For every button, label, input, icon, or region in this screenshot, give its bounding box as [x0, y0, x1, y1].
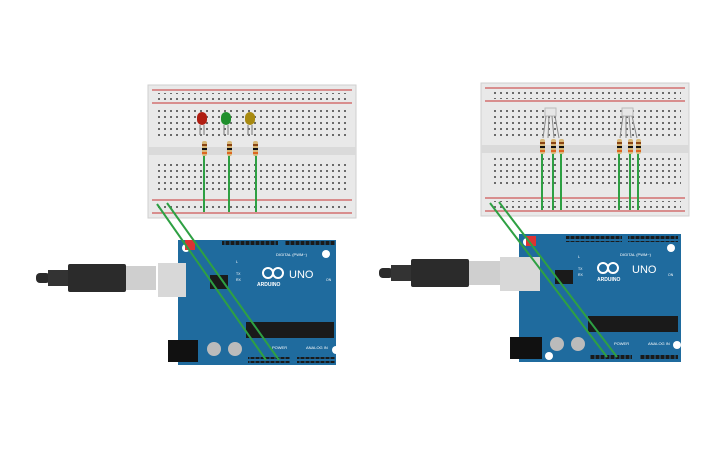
board-brand: ARDUINO — [597, 277, 620, 283]
reset-button[interactable] — [185, 240, 195, 250]
tx-label: TX — [236, 272, 241, 276]
analog-header-label: ANALOG IN — [648, 341, 670, 346]
l-label: L — [578, 255, 580, 259]
microcontroller — [588, 316, 678, 332]
on-label: ON — [326, 278, 332, 282]
board-brand: ARDUINO — [257, 282, 280, 288]
on-label: ON — [668, 273, 674, 277]
right-arduino-board[interactable]: UNO ARDUINO DIGITAL (PWM~) POWER ANALOG … — [500, 234, 681, 362]
power-header-pins[interactable] — [590, 354, 632, 360]
digital-header-label: DIGITAL (PWM~) — [276, 252, 308, 257]
usb-port — [500, 257, 540, 291]
left-breadboard[interactable] — [147, 84, 357, 219]
power-header-pins[interactable] — [248, 357, 290, 363]
red-led[interactable] — [197, 112, 207, 135]
usb-port — [158, 263, 186, 297]
tx-label: TX — [578, 267, 583, 271]
chip — [555, 270, 573, 284]
board-model: UNO — [632, 264, 657, 276]
left-usb-cable[interactable] — [36, 264, 156, 292]
resistor[interactable] — [540, 139, 545, 154]
diagonal-wires[interactable] — [489, 201, 618, 358]
resistor[interactable] — [559, 139, 564, 154]
rgb-led-2[interactable] — [619, 107, 638, 139]
digital-header-pins[interactable] — [566, 236, 622, 242]
right-circuit: UNO ARDUINO DIGITAL (PWM~) POWER ANALOG … — [379, 82, 690, 362]
resistor[interactable] — [551, 139, 556, 154]
microcontroller — [246, 322, 334, 338]
breadboard-wires[interactable] — [541, 154, 639, 210]
board-model: UNO — [289, 269, 314, 281]
resistor[interactable] — [628, 139, 633, 154]
digital-header-pins[interactable] — [285, 241, 335, 247]
resistor[interactable] — [636, 139, 641, 154]
resistor[interactable] — [227, 141, 232, 156]
reset-button[interactable] — [526, 236, 536, 246]
yellow-led[interactable] — [245, 112, 255, 135]
rx-label: RX — [236, 278, 242, 282]
left-circuit: UNO ARDUINO DIGITAL (PWM~) POWER ANALOG … — [36, 84, 357, 365]
resistor[interactable] — [253, 141, 258, 156]
analog-header-label: ANALOG IN — [306, 345, 328, 350]
resistor[interactable] — [617, 139, 622, 154]
left-arduino-board[interactable]: UNO ARDUINO DIGITAL (PWM~) POWER ANALOG … — [158, 240, 340, 365]
breadboard-wires[interactable] — [203, 156, 257, 212]
power-header-label: POWER — [272, 345, 287, 350]
digital-header-pins[interactable] — [222, 241, 278, 247]
analog-header-pins[interactable] — [297, 357, 335, 363]
power-header-label: POWER — [614, 341, 629, 346]
right-breadboard[interactable] — [480, 82, 690, 217]
resistor[interactable] — [202, 141, 207, 156]
analog-header-pins[interactable] — [640, 354, 678, 360]
power-jack — [510, 337, 542, 359]
diagonal-wires[interactable] — [156, 202, 280, 361]
rgb-led-1[interactable] — [542, 107, 560, 139]
green-led[interactable] — [221, 112, 231, 135]
digital-header-pins[interactable] — [628, 236, 678, 242]
digital-header-label: DIGITAL (PWM~) — [620, 252, 652, 257]
l-label: L — [236, 260, 238, 264]
right-usb-cable[interactable] — [379, 259, 501, 287]
rx-label: RX — [578, 273, 584, 277]
power-jack — [168, 340, 198, 362]
